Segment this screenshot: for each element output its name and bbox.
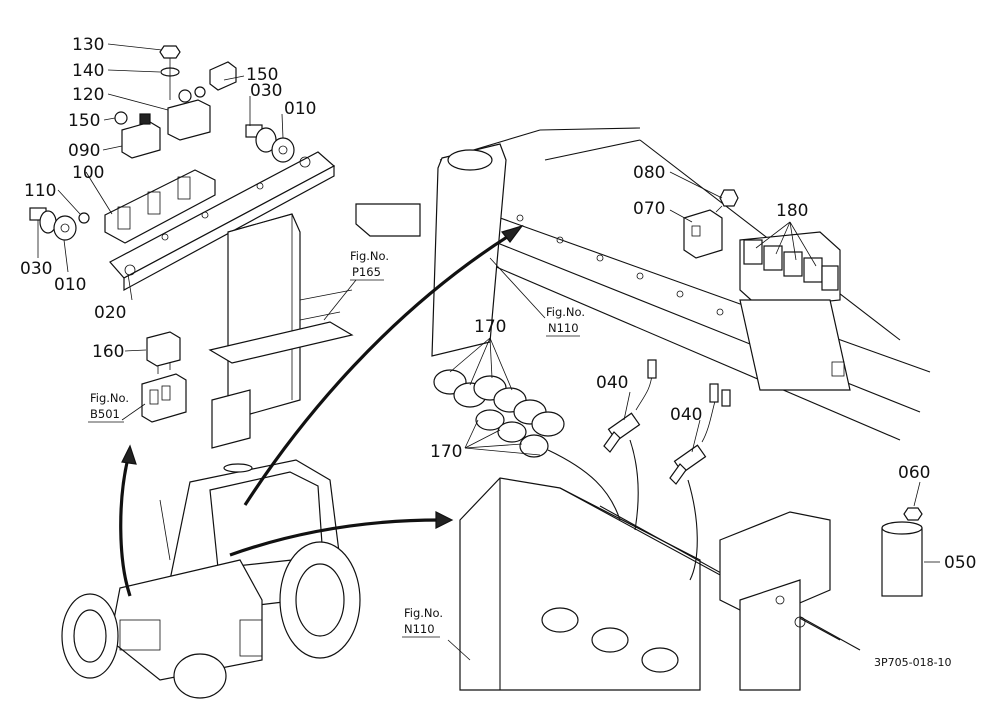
label-040-a: 040 bbox=[596, 373, 628, 393]
label-160: 160 bbox=[92, 342, 124, 362]
label-050: 050 bbox=[944, 553, 976, 573]
fig-ref-b501-number: B501 bbox=[90, 407, 120, 421]
tractor-illustration bbox=[61, 459, 361, 699]
label-080: 080 bbox=[633, 163, 665, 183]
label-030-top: 030 bbox=[250, 81, 282, 101]
label-150-top: 150 bbox=[246, 65, 278, 85]
label-010-left: 010 bbox=[54, 275, 86, 295]
fig-ref-b501-title: Fig.No. bbox=[90, 391, 129, 405]
fig-ref-n110-bottom-title: Fig.No. bbox=[404, 606, 443, 620]
fig-ref-n110-top-title: Fig.No. bbox=[546, 305, 585, 319]
relay-160-group bbox=[141, 331, 187, 423]
fig-ref-n110-bottom-number: N110 bbox=[404, 622, 435, 636]
switch-040-pair bbox=[603, 359, 731, 485]
label-120: 120 bbox=[72, 85, 104, 105]
cab-post bbox=[208, 213, 354, 449]
label-110: 110 bbox=[24, 181, 56, 201]
figure-references: Fig.No. P165 Fig.No. N110 Fig.No. B501 F… bbox=[88, 249, 585, 638]
label-170-top: 170 bbox=[474, 317, 506, 337]
label-090: 090 bbox=[68, 141, 100, 161]
label-010-top: 010 bbox=[284, 99, 316, 119]
label-060: 060 bbox=[898, 463, 930, 483]
label-180: 180 bbox=[776, 201, 808, 221]
part-labels: 130 140 150 120 030 010 150 090 110 100 … bbox=[20, 35, 976, 573]
leader-lines bbox=[37, 43, 940, 661]
label-140: 140 bbox=[72, 61, 104, 81]
callout-arrows bbox=[119, 224, 524, 597]
label-130: 130 bbox=[72, 35, 104, 55]
connector-170-cluster bbox=[433, 369, 565, 458]
label-040-b: 040 bbox=[670, 405, 702, 425]
label-100: 100 bbox=[72, 163, 104, 183]
label-150-left: 150 bbox=[68, 111, 100, 131]
relay-bracket-assembly bbox=[29, 45, 336, 292]
fig-ref-p165-title: Fig.No. bbox=[350, 249, 389, 263]
frame-beam bbox=[355, 127, 931, 441]
label-070: 070 bbox=[633, 199, 665, 219]
drawing-code: 3P705-018-10 bbox=[874, 656, 952, 669]
label-030-left: 030 bbox=[20, 259, 52, 279]
label-020: 020 bbox=[94, 303, 126, 323]
label-170-bottom: 170 bbox=[430, 442, 462, 462]
lower-chassis bbox=[459, 439, 923, 691]
fig-ref-p165-number: P165 bbox=[352, 265, 381, 279]
fig-ref-n110-top-number: N110 bbox=[548, 321, 579, 335]
